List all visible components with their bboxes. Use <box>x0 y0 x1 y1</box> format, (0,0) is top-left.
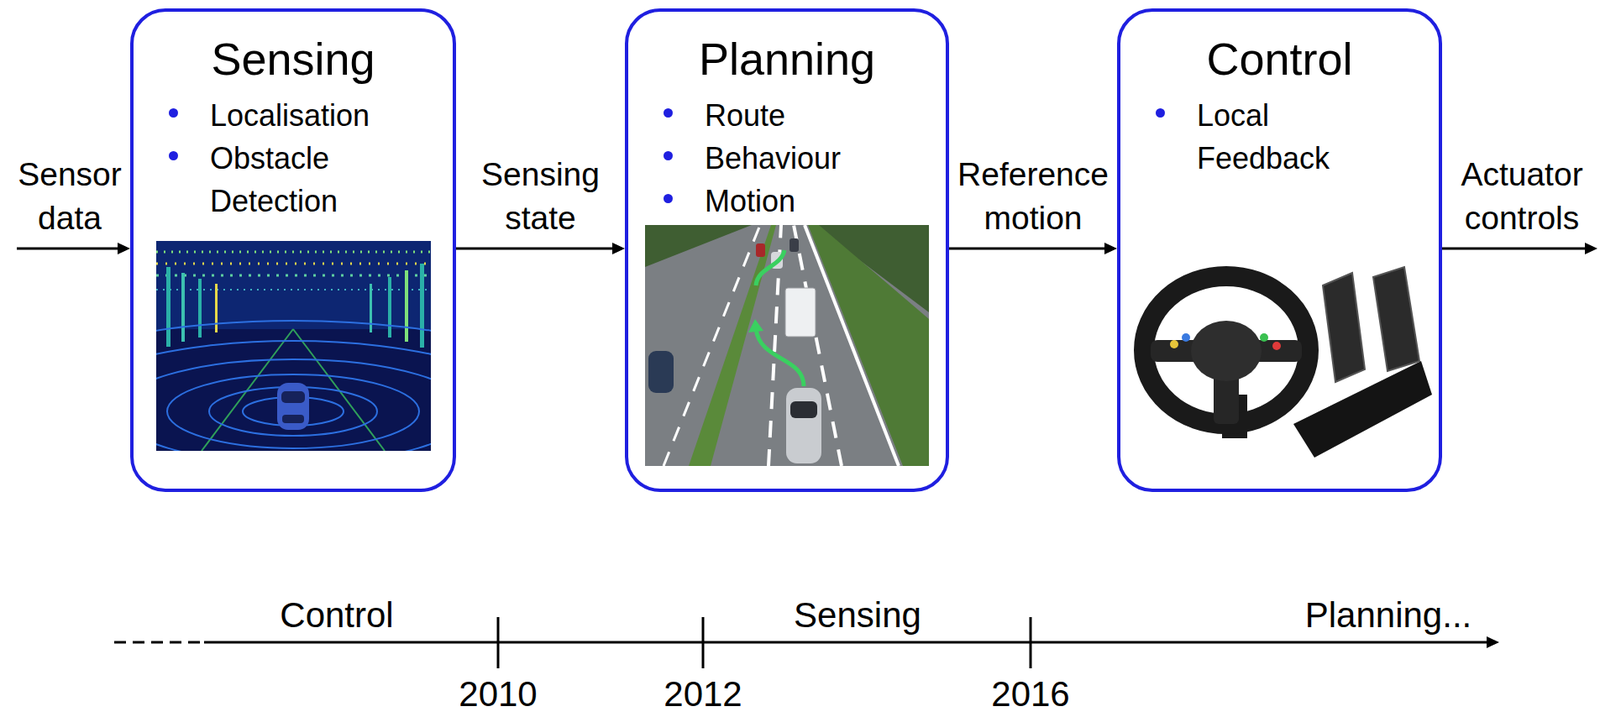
timeline-dashed <box>114 641 205 645</box>
pedal <box>1322 272 1365 383</box>
stage-box: SensingLocalisationObstacle Detection <box>130 8 457 493</box>
tree-points <box>419 263 425 348</box>
bullet-item: Local Feedback <box>1196 94 1365 180</box>
wheel-rim <box>1143 276 1309 425</box>
car-window <box>282 414 305 424</box>
stage-title: Planning <box>628 33 946 84</box>
bullet-item: Localisation <box>209 94 437 137</box>
point-row <box>156 262 431 266</box>
scan-ring <box>156 320 431 452</box>
year-label: 2016 <box>991 673 1070 716</box>
scan-ring <box>167 374 420 449</box>
year-label: 2012 <box>663 673 742 716</box>
pedal <box>1373 267 1420 372</box>
timeline-tick <box>497 617 500 669</box>
tree-points <box>166 267 171 347</box>
lidar-ground <box>156 241 431 452</box>
tree-points <box>369 283 373 333</box>
edge-label: Sensing state <box>459 152 622 241</box>
edge-label: Reference motion <box>952 152 1114 241</box>
stage-title: Control <box>1120 33 1439 84</box>
wheel-and-pedals <box>1143 267 1433 458</box>
road-surface <box>645 225 929 467</box>
car <box>648 351 674 394</box>
lidar-image <box>156 241 431 452</box>
wheel-hub <box>1190 320 1262 382</box>
arrow-head <box>1104 242 1118 255</box>
stage-box: PlanningRouteBehaviourMotion <box>624 8 950 493</box>
point-row <box>156 251 431 254</box>
point-row <box>156 274 431 278</box>
wheel-button <box>1259 333 1269 342</box>
car <box>789 238 799 252</box>
arrow-head <box>117 242 131 255</box>
roadside-grass <box>807 225 929 467</box>
lane-marking <box>663 225 761 467</box>
era-label: Sensing <box>793 594 922 637</box>
wheel-button <box>1169 340 1179 349</box>
ego-car-window <box>790 401 818 419</box>
truck <box>785 288 816 337</box>
arrow-head <box>612 242 625 255</box>
arrow-head <box>1584 242 1598 255</box>
tree-points <box>388 277 392 338</box>
scan-ring <box>156 359 431 452</box>
timeline-axis <box>204 641 1487 645</box>
scan-ring <box>156 340 431 452</box>
highway-image <box>645 225 929 467</box>
input-arrow <box>16 247 119 251</box>
stage-box: ControlLocal Feedback <box>1117 8 1443 493</box>
bullet-item: Obstacle Detection <box>209 136 437 223</box>
ego-car <box>786 388 822 464</box>
car <box>755 243 766 258</box>
timeline-tick <box>1029 617 1033 669</box>
car-body <box>277 382 310 431</box>
output-arrow <box>1442 247 1586 251</box>
bullet-item: Behaviour <box>704 136 936 180</box>
arrow-head <box>1486 636 1500 649</box>
io-label: Sensor data <box>10 152 129 241</box>
planned-path <box>755 329 804 387</box>
year-label: 2010 <box>458 673 537 716</box>
planned-path-head <box>748 319 764 333</box>
tree-points <box>215 283 218 333</box>
timeline-tick <box>702 617 705 669</box>
io-label: Actuator controls <box>1454 152 1590 241</box>
wheel-button <box>1272 341 1281 351</box>
bullet-item: Motion <box>704 179 936 223</box>
car-window <box>281 391 305 404</box>
connector-arrow <box>456 242 625 255</box>
era-label: Control <box>279 594 394 637</box>
roadside-trees <box>645 225 929 467</box>
tree-points <box>181 272 185 342</box>
tree-points <box>198 278 202 338</box>
connector-arrow <box>949 242 1118 255</box>
era-label: Planning... <box>1305 594 1472 637</box>
connector-line <box>456 247 614 251</box>
tree-points <box>404 270 409 342</box>
bullet-item: Route <box>704 94 936 137</box>
wheel-button <box>1181 333 1191 342</box>
stage-title: Sensing <box>133 33 453 84</box>
connector-line <box>949 247 1106 251</box>
planned-path <box>755 250 785 286</box>
